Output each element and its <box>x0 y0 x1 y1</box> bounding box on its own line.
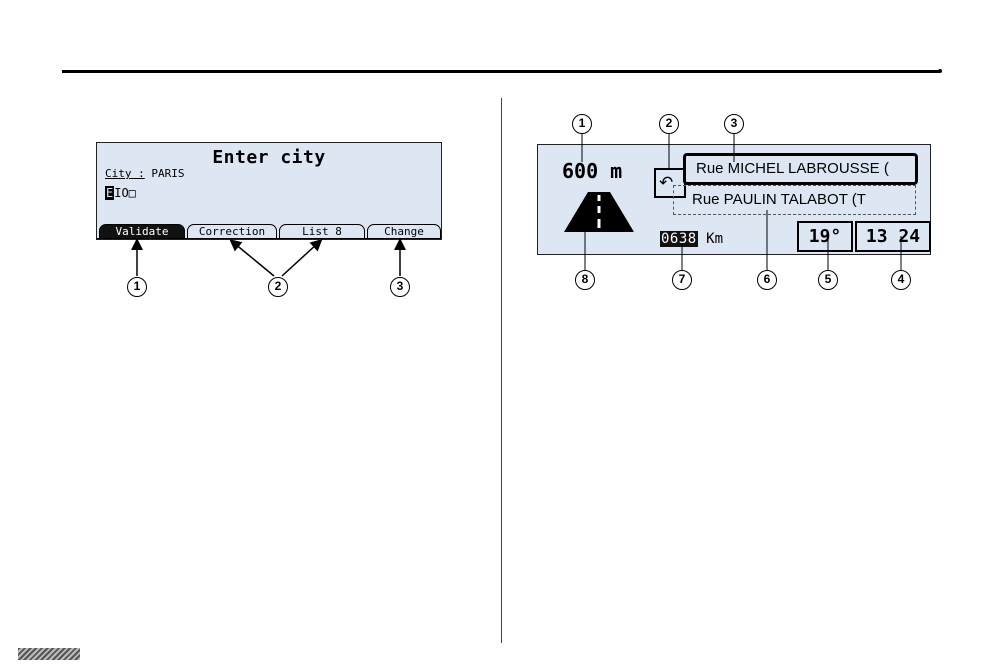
u-turn-icon: ↶ <box>659 173 674 193</box>
change-tab[interactable]: Change <box>367 224 441 238</box>
input-cursor: E <box>105 186 115 200</box>
callout-r4: 4 <box>891 270 911 290</box>
primary-street: Rue MICHEL LABROUSSE ( <box>683 153 918 185</box>
column-divider <box>501 98 502 643</box>
city-value: PARIS <box>151 167 185 180</box>
city-field: City : PARIS <box>105 167 185 180</box>
header-rule <box>62 70 940 73</box>
callout-r8: 8 <box>575 270 595 290</box>
callout-r1: 1 <box>572 114 592 134</box>
secondary-street: Rue PAULIN TALABOT (T <box>673 185 916 215</box>
callout-r2: 2 <box>659 114 679 134</box>
guidance-screen: 600 m ↶ Rue PAULIN TALABOT (T Rue MICHEL… <box>537 144 931 255</box>
callout-1: 1 <box>127 277 147 297</box>
odometer-unit: Km <box>706 231 724 247</box>
callout-r3: 3 <box>724 114 744 134</box>
header-rule-end <box>938 69 942 73</box>
tab-baseline <box>97 238 441 239</box>
road-icon <box>564 192 634 232</box>
input-text: IO□ <box>114 186 136 200</box>
odometer-digits: 0638 <box>660 231 698 247</box>
distance-readout: 600 m <box>562 159 623 183</box>
softkey-bar: Validate Correction List 8 Change <box>97 221 441 239</box>
callout-r6: 6 <box>757 270 777 290</box>
validate-tab[interactable]: Validate <box>99 224 185 238</box>
callout-2: 2 <box>268 277 288 297</box>
temperature-readout: 19° <box>797 221 853 252</box>
odometer: 0638 Km <box>660 231 723 247</box>
city-label: City : <box>105 167 145 180</box>
page-footer-tab <box>18 648 80 660</box>
callout-3: 3 <box>390 277 410 297</box>
correction-tab[interactable]: Correction <box>187 224 277 238</box>
enter-city-screen: Enter city City : PARIS EIO□ Validate Co… <box>96 142 442 240</box>
callout-r7: 7 <box>672 270 692 290</box>
screen-title: Enter city <box>212 147 326 168</box>
list-tab[interactable]: List 8 <box>279 224 365 238</box>
callout-r5: 5 <box>818 270 838 290</box>
city-input[interactable]: EIO□ <box>105 186 136 200</box>
clock-readout: 13 24 <box>855 221 931 252</box>
